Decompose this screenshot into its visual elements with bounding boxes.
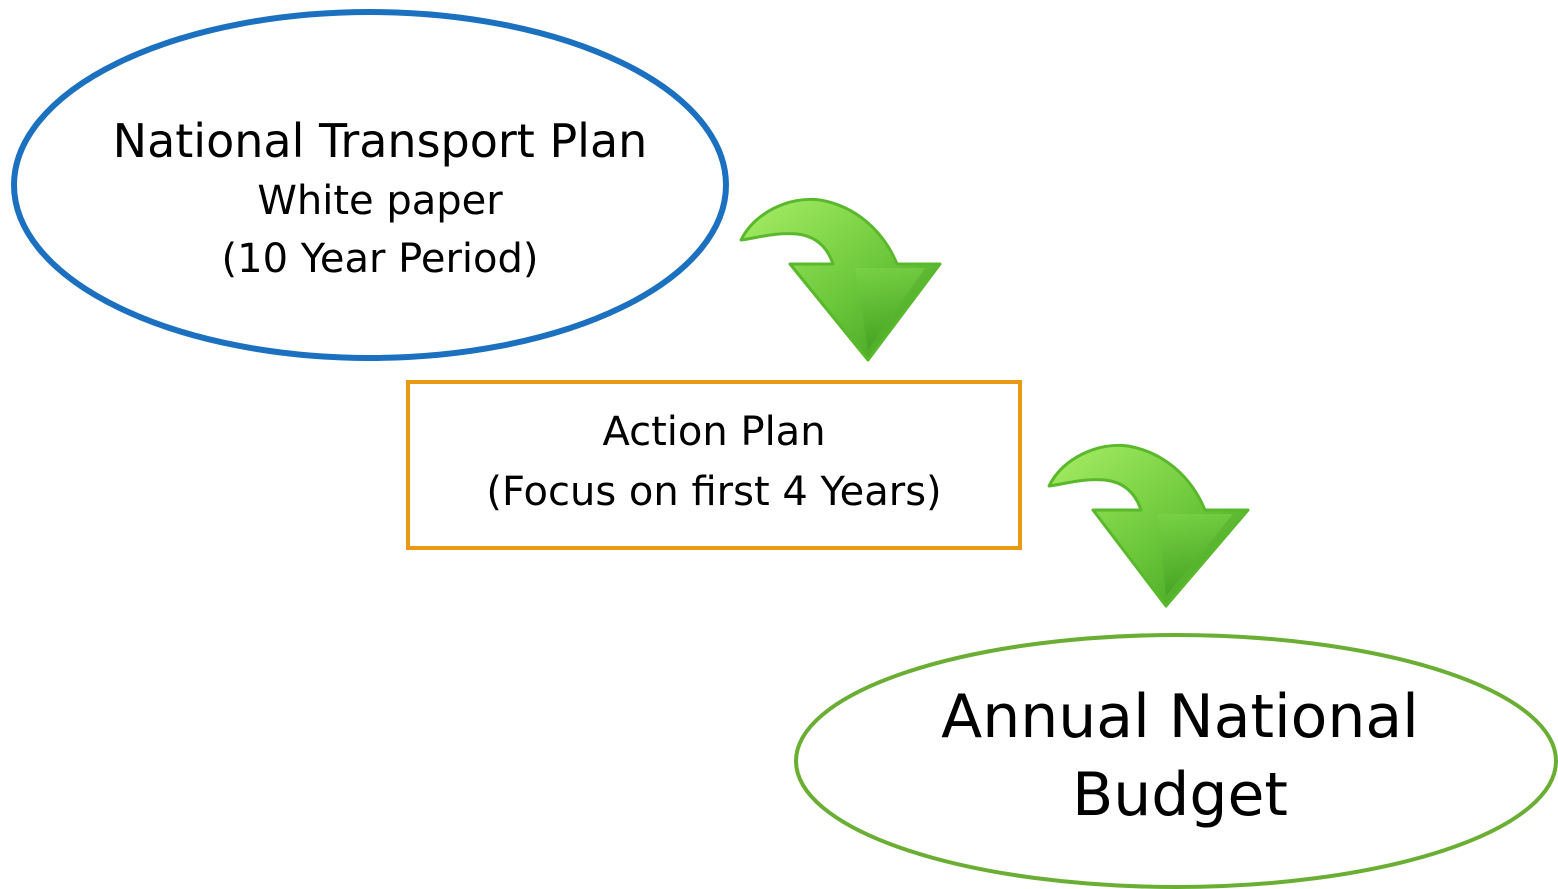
annual-budget-line1: Annual National <box>941 682 1419 752</box>
curved-down-arrow-icon <box>739 197 942 362</box>
national-plan-period: (10 Year Period) <box>221 236 539 282</box>
annual-budget-line2: Budget <box>1072 760 1288 830</box>
action-plan-focus: (Focus on first 4 Years) <box>486 469 942 515</box>
action-plan-title: Action Plan <box>602 409 826 455</box>
national-plan-subtitle: White paper <box>257 178 503 224</box>
national-plan-ellipse <box>11 9 729 361</box>
action-plan-box <box>406 380 1022 550</box>
curved-down-arrow-icon <box>1047 443 1250 608</box>
national-plan-title: National Transport Plan <box>112 114 648 168</box>
annual-budget-ellipse <box>794 633 1558 889</box>
